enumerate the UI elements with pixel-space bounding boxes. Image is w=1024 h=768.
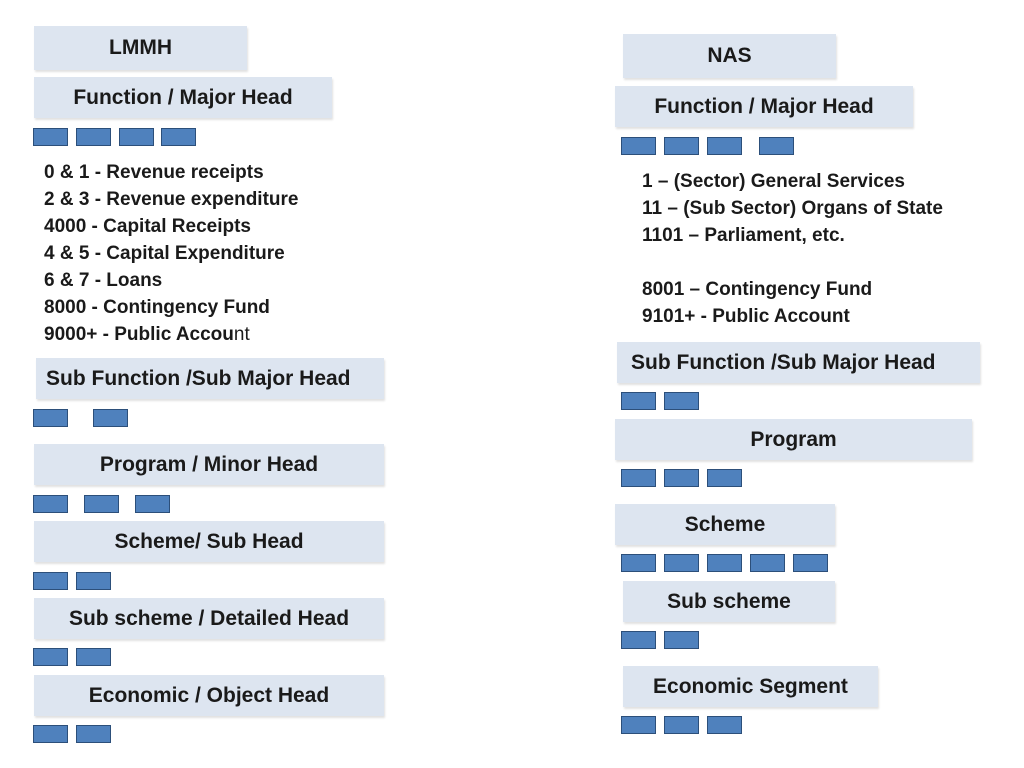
nas-code-line: 1101 – Parliament, etc. <box>642 225 845 246</box>
lmmh-code-line: 4000 - Capital Receipts <box>44 216 251 237</box>
lmmh-title: LMMH <box>34 26 247 70</box>
lmmh-sub-function-digits <box>33 409 133 429</box>
digit-box <box>664 554 699 572</box>
nas-economic-head: Economic Segment <box>623 666 878 707</box>
lmmh-code-bold-part: 9000+ - Public Accou <box>44 324 234 345</box>
digit-box <box>664 469 699 487</box>
nas-code-line: 1 – (Sector) General Services <box>642 171 905 192</box>
nas-sub-scheme-digits <box>621 631 701 651</box>
digit-box <box>621 137 656 155</box>
nas-program-digits <box>621 469 746 489</box>
nas-sub-scheme-head: Sub scheme <box>623 581 835 622</box>
digit-box <box>707 554 742 572</box>
digit-box <box>33 572 68 590</box>
lmmh-code-line: 8000 - Contingency Fund <box>44 297 270 318</box>
digit-box <box>707 469 742 487</box>
digit-box <box>76 572 111 590</box>
nas-scheme-head: Scheme <box>615 504 835 545</box>
lmmh-code-line: 4 & 5 - Capital Expenditure <box>44 243 285 264</box>
digit-box <box>759 137 794 155</box>
digit-box <box>664 631 699 649</box>
digit-box <box>664 716 699 734</box>
nas-economic-digits <box>621 716 746 736</box>
digit-box <box>84 495 119 513</box>
digit-box <box>621 554 656 572</box>
nas-code-line: 11 – (Sub Sector) Organs of State <box>642 198 943 219</box>
digit-box <box>76 725 111 743</box>
digit-box <box>33 409 68 427</box>
nas-code-line: 8001 – Contingency Fund <box>642 279 873 300</box>
lmmh-code-line: 6 & 7 - Loans <box>44 270 163 291</box>
lmmh-code-line-last: 9000+ - Public Account <box>44 321 298 348</box>
digit-box <box>33 648 68 666</box>
nas-sub-function-digits <box>621 392 701 412</box>
digit-box <box>76 128 111 146</box>
lmmh-function-head: Function / Major Head <box>34 77 332 118</box>
digit-box <box>93 409 128 427</box>
digit-box <box>33 495 68 513</box>
digit-box <box>33 725 68 743</box>
digit-box <box>161 128 196 146</box>
lmmh-code-line: 2 & 3 - Revenue expenditure <box>44 189 299 210</box>
lmmh-function-digits <box>33 128 203 148</box>
digit-box <box>119 128 154 146</box>
lmmh-program-digits <box>33 495 173 515</box>
digit-box <box>750 554 785 572</box>
lmmh-sub-function-head: Sub Function /Sub Major Head <box>36 358 384 399</box>
nas-code-line <box>642 249 943 276</box>
lmmh-code-light-part: nt <box>233 324 250 345</box>
digit-box <box>33 128 68 146</box>
lmmh-scheme-head: Scheme/ Sub Head <box>34 521 384 562</box>
digit-box <box>707 716 742 734</box>
lmmh-sub-scheme-head: Sub scheme / Detailed Head <box>34 598 384 639</box>
lmmh-scheme-digits <box>33 572 113 592</box>
lmmh-sub-scheme-digits <box>33 648 113 668</box>
nas-scheme-digits <box>621 554 831 574</box>
lmmh-code-list: 0 & 1 - Revenue receipts 2 & 3 - Revenue… <box>44 159 298 348</box>
digit-box <box>664 392 699 410</box>
nas-code-list: 1 – (Sector) General Services 11 – (Sub … <box>642 168 943 330</box>
nas-title: NAS <box>623 34 836 78</box>
lmmh-economic-digits <box>33 725 113 745</box>
nas-program-head: Program <box>615 419 972 460</box>
digit-box <box>621 716 656 734</box>
digit-box <box>793 554 828 572</box>
lmmh-program-head: Program / Minor Head <box>34 444 384 485</box>
digit-box <box>76 648 111 666</box>
digit-box <box>621 392 656 410</box>
lmmh-code-line: 0 & 1 - Revenue receipts <box>44 162 264 183</box>
nas-function-head: Function / Major Head <box>615 86 913 127</box>
digit-box <box>135 495 170 513</box>
digit-box <box>621 469 656 487</box>
lmmh-economic-head: Economic / Object Head <box>34 675 384 716</box>
nas-code-line: 9101+ - Public Account <box>642 306 850 327</box>
digit-box <box>707 137 742 155</box>
nas-function-digits <box>621 137 801 157</box>
digit-box <box>621 631 656 649</box>
digit-box <box>664 137 699 155</box>
nas-sub-function-head: Sub Function /Sub Major Head <box>617 342 980 383</box>
